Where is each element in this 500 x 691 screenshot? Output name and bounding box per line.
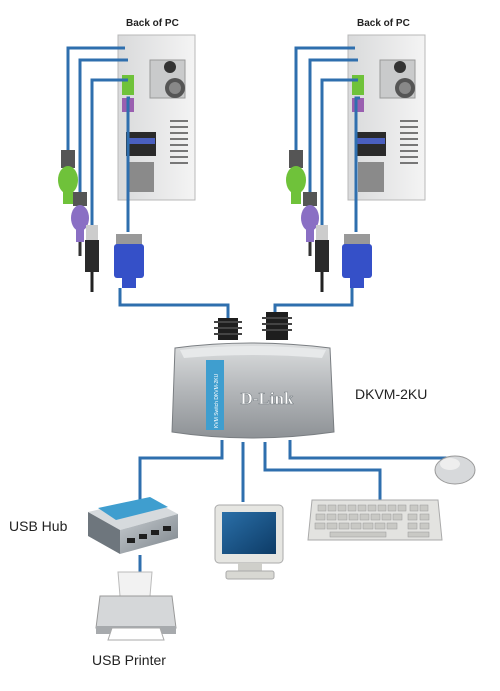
pc-tower-left [117,34,196,201]
label-back-of-pc-left: Back of PC [126,18,179,29]
vga-plug-left [114,234,144,288]
kvm-cable-glands [214,312,292,340]
usb-hub [88,497,178,554]
label-back-of-pc-right: Back of PC [357,18,410,29]
ps2-mouse-plug-right [301,192,319,256]
pc-tower-right [347,34,426,201]
usb-printer [95,571,177,641]
label-usb-printer: USB Printer [92,652,166,668]
cables-to-kvm [118,288,354,320]
usb-plug-right [315,225,329,292]
dlink-logo: D-Link [241,389,294,408]
keyboard [307,499,443,541]
kvm-switch [171,342,335,439]
ps2-keyboard-plug-left [58,150,78,204]
vga-plug-right [342,234,372,288]
cables-pc-left [66,46,130,232]
label-kvm-model: DKVM-2KU [355,386,428,402]
monitor [214,504,284,580]
label-usb-hub: USB Hub [9,518,68,534]
ps2-mouse-plug-left [71,192,89,256]
mouse [434,455,476,485]
kvm-side-label: KVM Switch DKVM-2KU [214,373,220,428]
ps2-keyboard-plug-right [286,150,306,204]
cables-from-kvm [138,440,447,502]
usb-plug-left [85,225,99,292]
cables-pc-right [294,46,360,232]
